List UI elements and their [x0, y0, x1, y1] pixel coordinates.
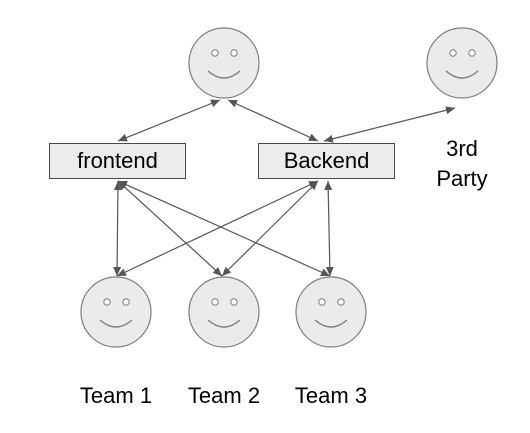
smiley-face-icon	[426, 27, 498, 99]
smiley-face-icon	[295, 276, 367, 348]
arrow-user-frontend	[117, 99, 221, 142]
arrow-frontend-team2	[117, 180, 223, 277]
arrow-backend-team1	[116, 180, 319, 277]
smiley-face-icon	[80, 276, 152, 348]
backend-node: Backend	[258, 143, 395, 179]
arrow-frontend-team1	[113, 180, 122, 277]
third-party-label: 3rd Party	[422, 134, 502, 194]
smiley-face-icon	[188, 276, 260, 348]
arrow-frontend-team3	[117, 180, 331, 277]
arrow-backend-team3	[324, 180, 334, 277]
arrows	[113, 99, 456, 277]
arrow-user-backend	[227, 99, 319, 142]
team3-label: Team 3	[294, 383, 368, 408]
frontend-node: frontend	[49, 143, 186, 179]
third-party-label-line1: 3rd	[446, 136, 478, 161]
smiley-face-icon	[188, 27, 260, 99]
team1-label: Team 1	[79, 383, 153, 408]
third-party-label-line2: Party	[436, 166, 488, 191]
arrow-backend-team2	[221, 180, 319, 277]
team2-label: Team 2	[187, 383, 261, 408]
arrow-thirdparty-backend	[323, 106, 456, 143]
